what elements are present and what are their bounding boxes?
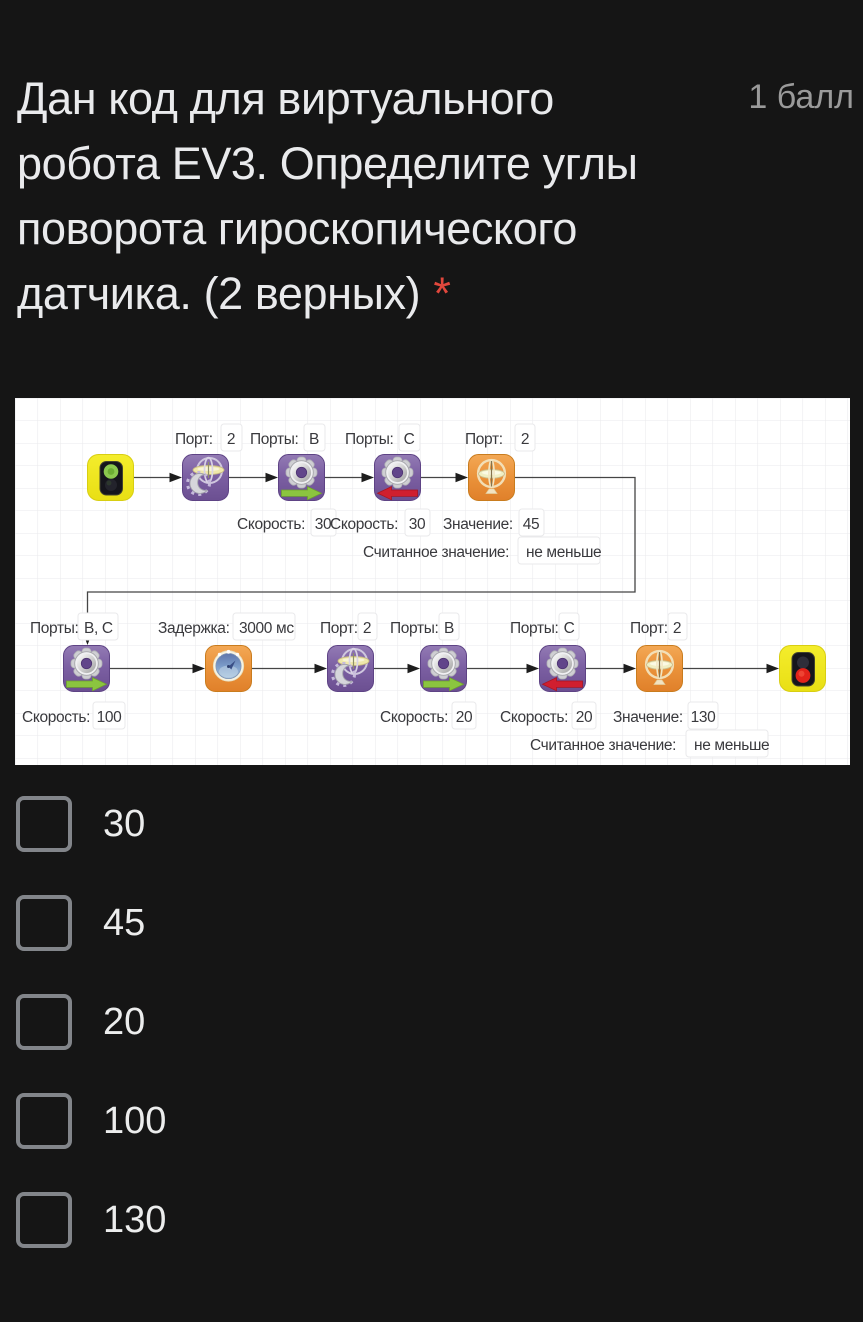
svg-text:Считанное значение:: Считанное значение:: [363, 544, 509, 561]
svg-text:не меньше: не меньше: [526, 544, 601, 561]
svg-text:130: 130: [691, 709, 717, 726]
svg-text:30: 30: [315, 516, 332, 533]
svg-text:20: 20: [456, 709, 473, 726]
svg-text:Значение:: Значение:: [443, 516, 513, 533]
svg-text:Порты:: Порты:: [345, 431, 394, 448]
svg-text:100: 100: [97, 709, 123, 726]
svg-text:Порт:: Порт:: [175, 431, 213, 448]
svg-text:не меньше: не меньше: [694, 737, 769, 754]
svg-text:Порты:: Порты:: [390, 620, 439, 637]
svg-text:B, C: B, C: [84, 620, 113, 637]
svg-text:Значение:: Значение:: [613, 709, 683, 726]
svg-text:C: C: [564, 620, 575, 637]
svg-text:45: 45: [523, 516, 540, 533]
svg-text:3000 мс: 3000 мс: [239, 620, 294, 637]
svg-text:B: B: [444, 620, 454, 637]
svg-text:Порты:: Порты:: [250, 431, 299, 448]
svg-text:C: C: [404, 431, 415, 448]
svg-text:2: 2: [363, 620, 371, 637]
svg-text:Скорость:: Скорость:: [22, 709, 90, 726]
svg-text:Скорость:: Скорость:: [380, 709, 448, 726]
svg-text:20: 20: [576, 709, 593, 726]
svg-text:Считанное значение:: Считанное значение:: [530, 737, 676, 754]
svg-text:Порт:: Порт:: [465, 431, 503, 448]
svg-text:30: 30: [409, 516, 426, 533]
svg-text:Задержка:: Задержка:: [158, 620, 230, 637]
svg-text:2: 2: [227, 431, 235, 448]
svg-text:2: 2: [673, 620, 681, 637]
svg-text:Скорость:: Скорость:: [237, 516, 305, 533]
svg-text:Порт:: Порт:: [320, 620, 358, 637]
svg-text:2: 2: [521, 431, 529, 448]
svg-text:Порты:: Порты:: [30, 620, 79, 637]
svg-text:Скорость:: Скорость:: [500, 709, 568, 726]
svg-text:Скорость:: Скорость:: [330, 516, 398, 533]
svg-text:Порт:: Порт:: [630, 620, 668, 637]
svg-text:B: B: [309, 431, 319, 448]
svg-text:Порты:: Порты:: [510, 620, 559, 637]
